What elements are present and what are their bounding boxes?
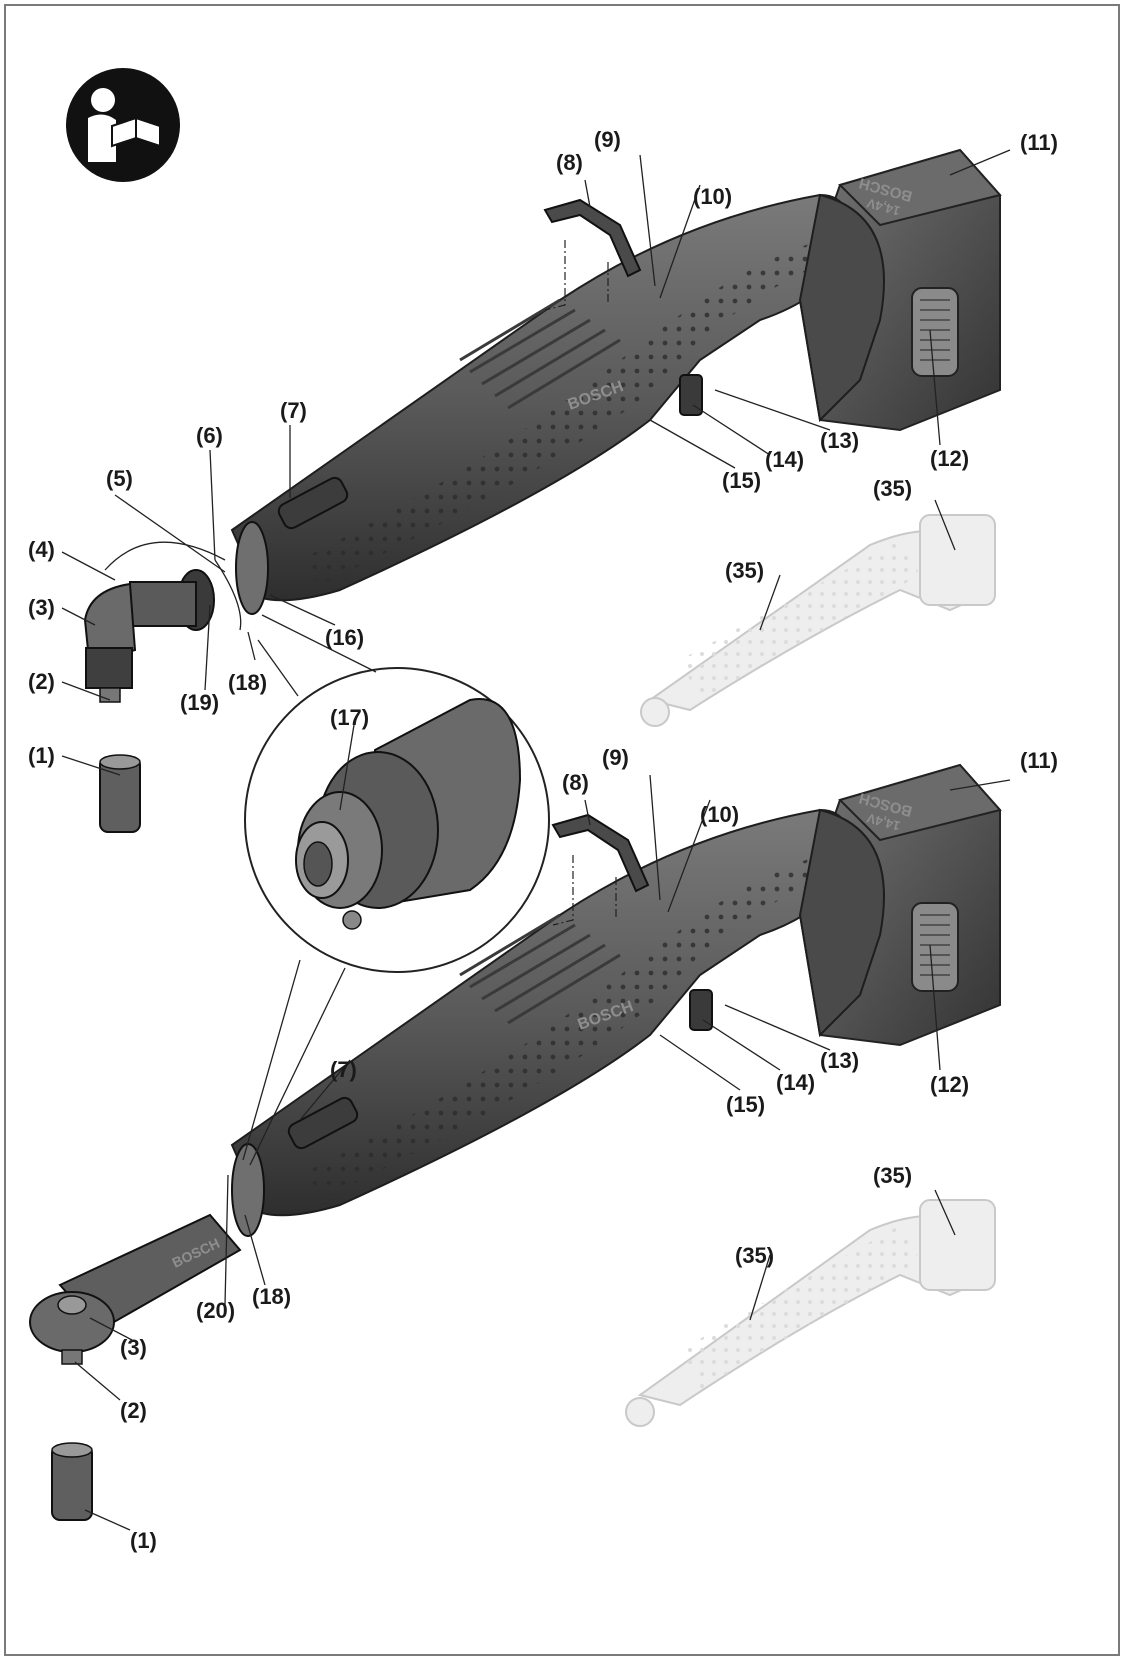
callout-35-d: (35) [735,1243,774,1268]
socket-bit-bottom [51,1442,93,1521]
callout-2: (2) [28,669,55,694]
on-off-switch-top [679,374,703,416]
callout-8-bottom: (8) [562,770,589,795]
callout-14: (14) [765,447,804,472]
callout-7: (7) [280,398,307,423]
callout-15: (15) [722,468,761,493]
callout-19: (19) [180,690,219,715]
figure-frame [4,4,1120,1656]
ghost-tool-top [640,514,997,727]
read-manual-icon [66,68,180,182]
tool-housing-top [230,193,851,602]
callout-10-bottom: (10) [700,802,739,827]
callout-3: (3) [28,595,55,620]
callout-16: (16) [325,625,364,650]
callout-9-bottom: (9) [602,745,629,770]
callout-11: (11) [1020,130,1058,155]
callout-9: (9) [594,127,621,152]
leader-lines [61,149,1011,1531]
tool-housing-bottom [230,808,851,1217]
callout-1-bottom: (1) [130,1528,157,1553]
callout-11-bottom: (11) [1020,748,1058,773]
callout-12-bottom: (12) [930,1072,969,1097]
callout-13: (13) [820,428,859,453]
callouts: (1) (2) (3) (4) (5) (6) (7) (8) (9) (10)… [28,127,1058,1553]
callout-35-a: (35) [873,476,912,501]
callout-18-bottom: (18) [252,1284,291,1309]
callout-15-bottom: (15) [726,1092,765,1117]
callout-17: (17) [330,705,369,730]
callout-20: (20) [196,1298,235,1323]
socket-bit-top [99,754,141,833]
callout-35-c: (35) [873,1163,912,1188]
angle-head-top [83,569,215,703]
top-tool: BOSCH 14,4V BOSCH [83,148,1002,833]
callout-6: (6) [196,423,223,448]
callout-35-b: (35) [725,558,764,583]
callout-8: (8) [556,150,583,175]
callout-10: (10) [693,184,732,209]
callout-18: (18) [228,670,267,695]
callout-3-bottom: (3) [120,1335,147,1360]
belt-clip-top [543,198,642,278]
ghost-tool-bottom [625,1199,997,1427]
belt-clip-bottom [551,813,650,893]
callout-12: (12) [930,446,969,471]
bottom-tool: BOSCH 14,4V BOSCH BOSCH [29,763,1002,1521]
callout-4: (4) [28,537,55,562]
callout-5: (5) [106,466,133,491]
battery-release-button [911,287,959,377]
callout-14-bottom: (14) [776,1070,815,1095]
callout-1: (1) [28,743,55,768]
callout-13-bottom: (13) [820,1048,859,1073]
callout-7-bottom: (7) [330,1057,357,1082]
callout-2-bottom: (2) [120,1398,147,1423]
detail-magnifier [242,614,550,1166]
